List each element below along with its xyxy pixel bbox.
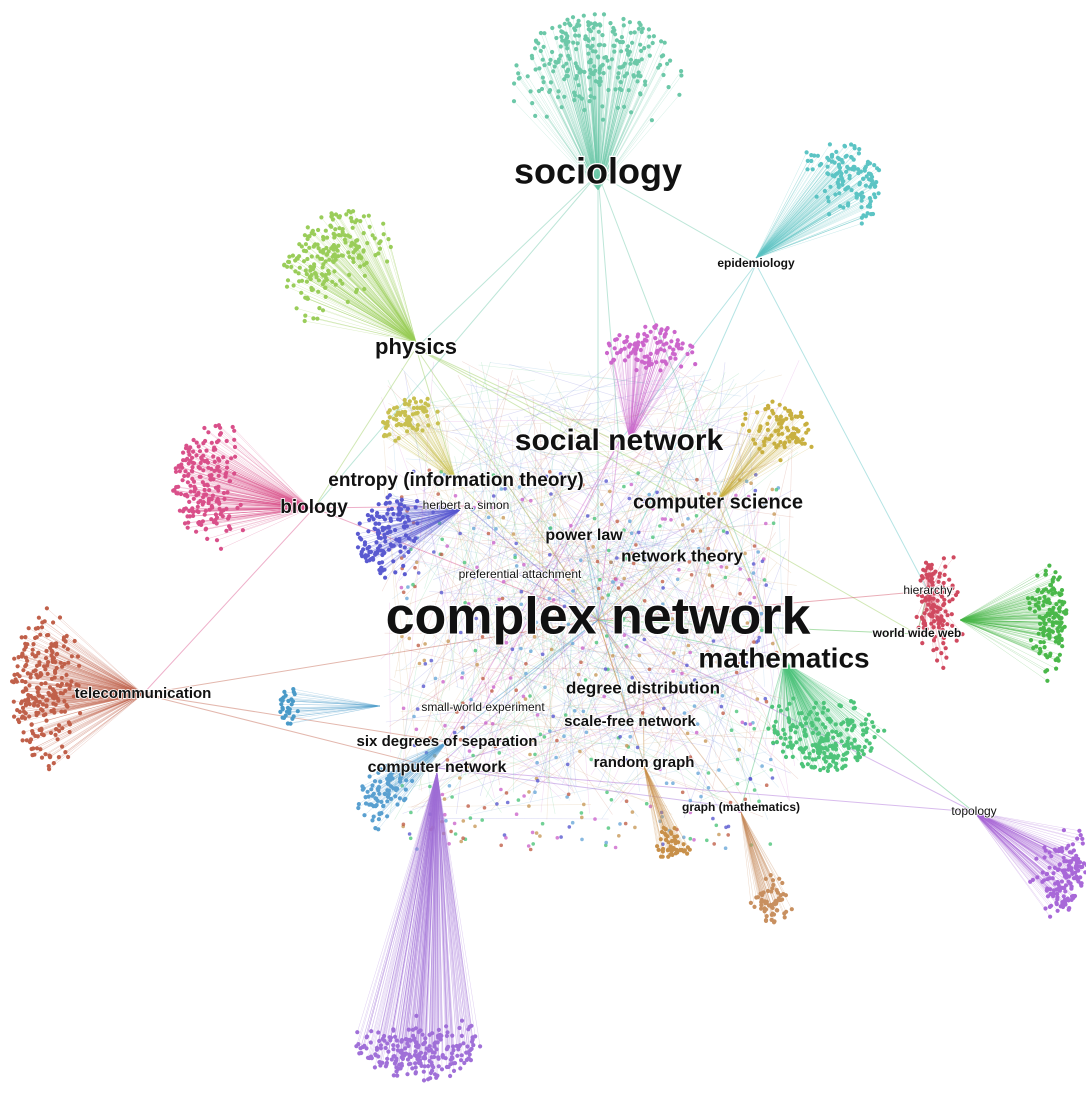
edge-epidemiology-complex_network (597, 263, 757, 621)
edge-degree_distribution-complex_network (597, 619, 644, 690)
node-label-epidemiology: epidemiology (717, 256, 795, 270)
leaf-cluster-telecommunication (10, 606, 144, 772)
node-label-topology: topology (951, 804, 996, 818)
edge-herbert_simon-complex_network (465, 505, 599, 621)
edge-social_network-small_world (482, 441, 620, 709)
leaf-cluster-biology (171, 423, 311, 551)
edge-social_network-complex_network (597, 441, 620, 621)
edge-sociology-epidemiology (597, 173, 757, 265)
leaf-cluster-herbert_simon (355, 493, 461, 580)
edge-layer (142, 173, 975, 820)
node-label-network-theory: network theory (621, 546, 743, 565)
node-label-preferential-attachment: preferential attachment (459, 567, 582, 581)
edge-telecommunication-complex_network (142, 619, 599, 695)
edge-topology-complex_network (597, 619, 975, 813)
edge-telecommunication-computer_network (142, 693, 438, 769)
node-label-random-graph: random graph (594, 754, 695, 771)
edge-physics-computer_science (415, 347, 719, 504)
node-label-sociology: sociology (514, 151, 682, 192)
edge-computer_science-complex_network (597, 502, 719, 621)
edge-physics-world_wide_web (415, 347, 918, 635)
leaf-cluster-hierarchy (914, 555, 965, 671)
edge-sociology-physics (415, 173, 599, 349)
leaf-cluster-graph_math (740, 811, 794, 925)
node-label-hierarchy: hierarchy (903, 583, 952, 597)
leaf-cluster-six_degrees (356, 741, 448, 832)
edge-sociology-social_network (597, 173, 620, 443)
edge-computer_network-mathematics (436, 659, 785, 769)
node-label-small-world: small-world experiment (421, 700, 545, 714)
node-label-computer-science: computer science (633, 491, 803, 513)
edge-six_degrees-complex_network (446, 619, 599, 743)
edge-random_graph-degree_distribution (642, 688, 645, 764)
edge-biology-herbert_simon (313, 505, 467, 509)
node-label-scale-free: scale-free network (564, 713, 696, 730)
node-label-entropy: entropy (information theory) (328, 470, 583, 491)
leaf-cluster-computer_network (354, 771, 483, 1083)
node-label-complex-network: complex network (386, 588, 811, 646)
leaf-cluster-small_world (278, 687, 381, 726)
leaf-cluster-sociology (511, 12, 684, 191)
edge-preferential_attachment-complex_network (519, 574, 599, 621)
edge-scale_free-complex_network (597, 619, 631, 723)
node-label-biology: biology (280, 497, 348, 518)
leaf-cluster-computer_science (717, 399, 814, 501)
leaf-cluster-entropy (381, 396, 457, 481)
edge-world_wide_web-complex_network (597, 619, 918, 635)
edge-computer_science-mathematics (717, 502, 785, 661)
node-label-graph-math: graph (mathematics) (682, 800, 800, 814)
node-label-telecommunication: telecommunication (75, 685, 212, 702)
edge-random_graph-complex_network (597, 619, 645, 764)
node-label-social-network: social network (515, 424, 724, 457)
node-label-world-wide-web: world wide web (872, 626, 962, 640)
node-label-herbert-simon: herbert a. simon (423, 498, 510, 512)
edge-epidemiology-hierarchy (755, 263, 929, 592)
edge-power_law-scale_free (583, 535, 631, 723)
edge-biology-complex_network (313, 507, 599, 621)
edge-computer_network-complex_network (436, 619, 599, 769)
leaf-cluster-world_wide_web (959, 563, 1069, 683)
edge-sociology-biology (313, 173, 599, 509)
node-label-physics: physics (375, 334, 457, 359)
leaf-cluster-topology (973, 811, 1086, 919)
node-label-power-law: power law (545, 527, 623, 544)
edge-physics-complex_network (415, 347, 599, 621)
edge-physics-biology (313, 347, 417, 509)
node-label-computer-network: computer network (368, 759, 507, 776)
node-label-degree-distribution: degree distribution (566, 678, 720, 697)
label-layer: complex network sociology epidemiology phys… (74, 149, 998, 819)
leaf-cluster-epidemiology (755, 142, 882, 259)
leaf-cluster-social_network (604, 323, 698, 441)
center-mesh (380, 360, 800, 820)
leaf-cluster-mathematics (766, 661, 887, 774)
edge-sociology-mathematics (597, 173, 785, 661)
edge-network_theory-complex_network (597, 556, 683, 621)
center-node-cloud (399, 468, 781, 852)
leaf-cluster-layer (10, 12, 1086, 1083)
node-label-six-degrees: six degrees of separation (357, 733, 538, 750)
edge-power_law-complex_network (583, 535, 599, 621)
edge-mathematics-complex_network (597, 619, 785, 661)
node-label-mathematics: mathematics (698, 642, 869, 673)
edge-biology-telecommunication (142, 507, 315, 695)
edge-small_world-complex_network (482, 619, 599, 709)
edge-physics-entropy (415, 347, 457, 482)
edge-hierarchy-complex_network (597, 590, 929, 621)
edge-graph_math-complex_network (597, 619, 742, 809)
edge-topology-computer_network (436, 767, 975, 813)
edge-physics-social_network (415, 347, 620, 443)
leaf-cluster-random_graph (643, 765, 692, 859)
edge-social_network-six_degrees (446, 441, 620, 743)
edge-mathematics-graph_math (740, 659, 785, 809)
leaf-cluster-physics (282, 209, 417, 343)
edge-mathematics-topology (783, 659, 975, 813)
